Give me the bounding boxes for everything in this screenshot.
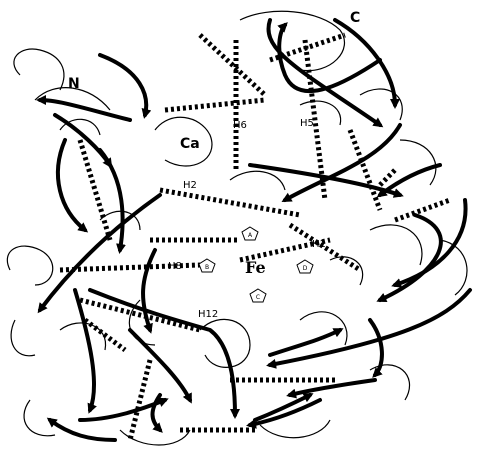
iron-label: Fe [245,258,266,277]
strand-arrow [130,330,190,400]
strand-arrow [153,395,161,430]
coil-loop [60,323,106,350]
coil-loop [260,420,330,438]
strand-arrow [270,290,470,365]
helix-h8-label: H8 [168,261,182,272]
heme-ring-c-label: C [256,294,260,301]
strand-arrow [250,400,320,425]
helix-segment [130,360,150,440]
strand-arrow [40,100,130,120]
helix-segment [200,35,265,95]
coil-loop [200,319,250,367]
helix-segment [380,170,395,185]
n-terminus-label: N [68,76,80,92]
coil-loop [370,365,410,400]
helix-h2-segment [160,190,300,215]
strand-arrow [143,250,155,330]
helix-h12-label: H12 [198,309,218,320]
coil-loop [11,320,35,356]
strand-arrow [75,290,94,410]
strand-arrow [395,200,466,285]
heme-ring-d-label: D [303,265,308,272]
strand-arrow [50,420,115,440]
strand-arrow [58,140,85,230]
heme-ring-b-label: B [205,264,209,271]
helix-h12-segment [80,300,200,330]
helix-h6-label: H6 [233,120,247,131]
helix-segment [165,100,265,110]
coil-loop [370,225,422,265]
helix-h2-label: H2 [183,180,197,191]
coil-loop [7,246,52,285]
c-terminus-label: C [350,10,360,26]
strand-arrow [279,25,380,91]
calcium-label: Ca [180,136,200,152]
coil-loop [24,400,55,436]
coil-loop [230,171,285,190]
strand-arrow [380,215,441,300]
helix-h5-label: H5 [300,118,314,129]
coil-loop [14,49,64,90]
helix-h1-label: H1 [312,239,326,250]
helix-segment [350,130,380,210]
strand-arrow [380,165,440,195]
